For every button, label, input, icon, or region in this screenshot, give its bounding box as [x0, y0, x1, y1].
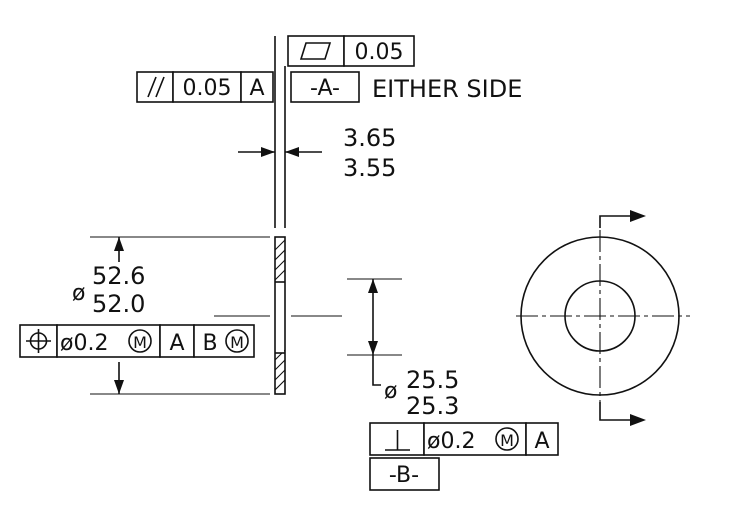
flatness-symbol-cell: [287, 35, 345, 67]
id-diameter-symbol: ø: [384, 379, 397, 404]
perpendicularity-fcf: ø0.2 M A: [369, 422, 559, 456]
bore-gap: [276, 282, 284, 353]
outer-diameter-dimension: ø 52.6 52.0: [72, 236, 270, 395]
thickness-dimension: 3.65 3.55: [238, 124, 396, 182]
part-section-outline: [274, 236, 286, 395]
position-datum-b-cell: [193, 324, 255, 358]
od-upper: 52.6: [92, 262, 145, 290]
section-hatch: [274, 239, 286, 391]
parallelism-datum-cell: [240, 71, 274, 103]
datum-a-box: [290, 71, 360, 103]
side-view: [214, 36, 342, 395]
flatness-fcf: 0.05: [287, 35, 415, 67]
id-leader: [372, 355, 381, 386]
id-arrow-top: [368, 279, 378, 293]
flatness-tolerance-cell: [343, 35, 415, 67]
section-line-top: [599, 215, 638, 228]
position-datum-b: B: [202, 331, 217, 356]
position-mmc-circle: [128, 329, 152, 353]
flatness-icon: [299, 42, 332, 60]
thickness-lower: 3.55: [343, 154, 396, 182]
id-upper: 25.5: [406, 366, 459, 394]
position-datum-a-cell: [159, 324, 195, 358]
parallelism-icon: [147, 76, 157, 98]
section-arrow-bottom: [630, 414, 646, 426]
datum-a-frame: -A- EITHER SIDE: [290, 71, 522, 103]
parallelism-tolerance: 0.05: [183, 76, 232, 101]
perpendicularity-datum-cell: [525, 422, 559, 456]
front-view: [516, 210, 690, 426]
parallelism-tolerance-cell: [172, 71, 242, 103]
datum-b-frame: -B-: [369, 457, 440, 491]
section-arrow-top: [630, 210, 646, 222]
thickness-arrow-right: [285, 147, 299, 157]
thickness-arrow-left: [261, 147, 275, 157]
thickness-upper: 3.65: [343, 124, 396, 152]
datum-a-note: EITHER SIDE: [372, 75, 522, 103]
position-tolerance: ø0.2: [60, 331, 108, 356]
position-datum-b-mmc-circle: [225, 329, 249, 353]
position-datum-b-mmc: M: [230, 333, 244, 352]
datum-a-label: -A-: [310, 76, 340, 101]
perpendicularity-datum: A: [534, 429, 549, 454]
position-icon: [26, 329, 51, 353]
od-lower: 52.0: [92, 290, 145, 318]
position-datum-a: A: [169, 331, 184, 356]
perpendicularity-tolerance: ø0.2: [427, 429, 475, 454]
perpendicularity-icon: [385, 430, 410, 451]
parallelism-fcf: 0.05 A: [136, 71, 274, 103]
position-fcf: ø0.2 M A B M: [19, 324, 255, 358]
od-arrow-bottom: [114, 380, 124, 394]
inner-diameter-dimension: ø 25.5 25.3: [347, 278, 459, 420]
id-lower: 25.3: [406, 392, 459, 420]
id-arrow-bottom: [368, 341, 378, 355]
perpendicularity-mmc-circle: [495, 427, 519, 451]
perpendicularity-mmc: M: [500, 431, 514, 450]
parallelism-symbol-cell: [136, 71, 174, 103]
datum-b-box: [369, 457, 440, 491]
od-diameter-symbol: ø: [72, 281, 85, 306]
section-line-bottom: [599, 402, 638, 421]
position-mmc: M: [133, 333, 147, 352]
flatness-tolerance: 0.05: [355, 40, 404, 65]
parallelism-datum: A: [249, 76, 264, 101]
od-arrow-top: [114, 237, 124, 251]
datum-b-label: -B-: [389, 463, 419, 488]
